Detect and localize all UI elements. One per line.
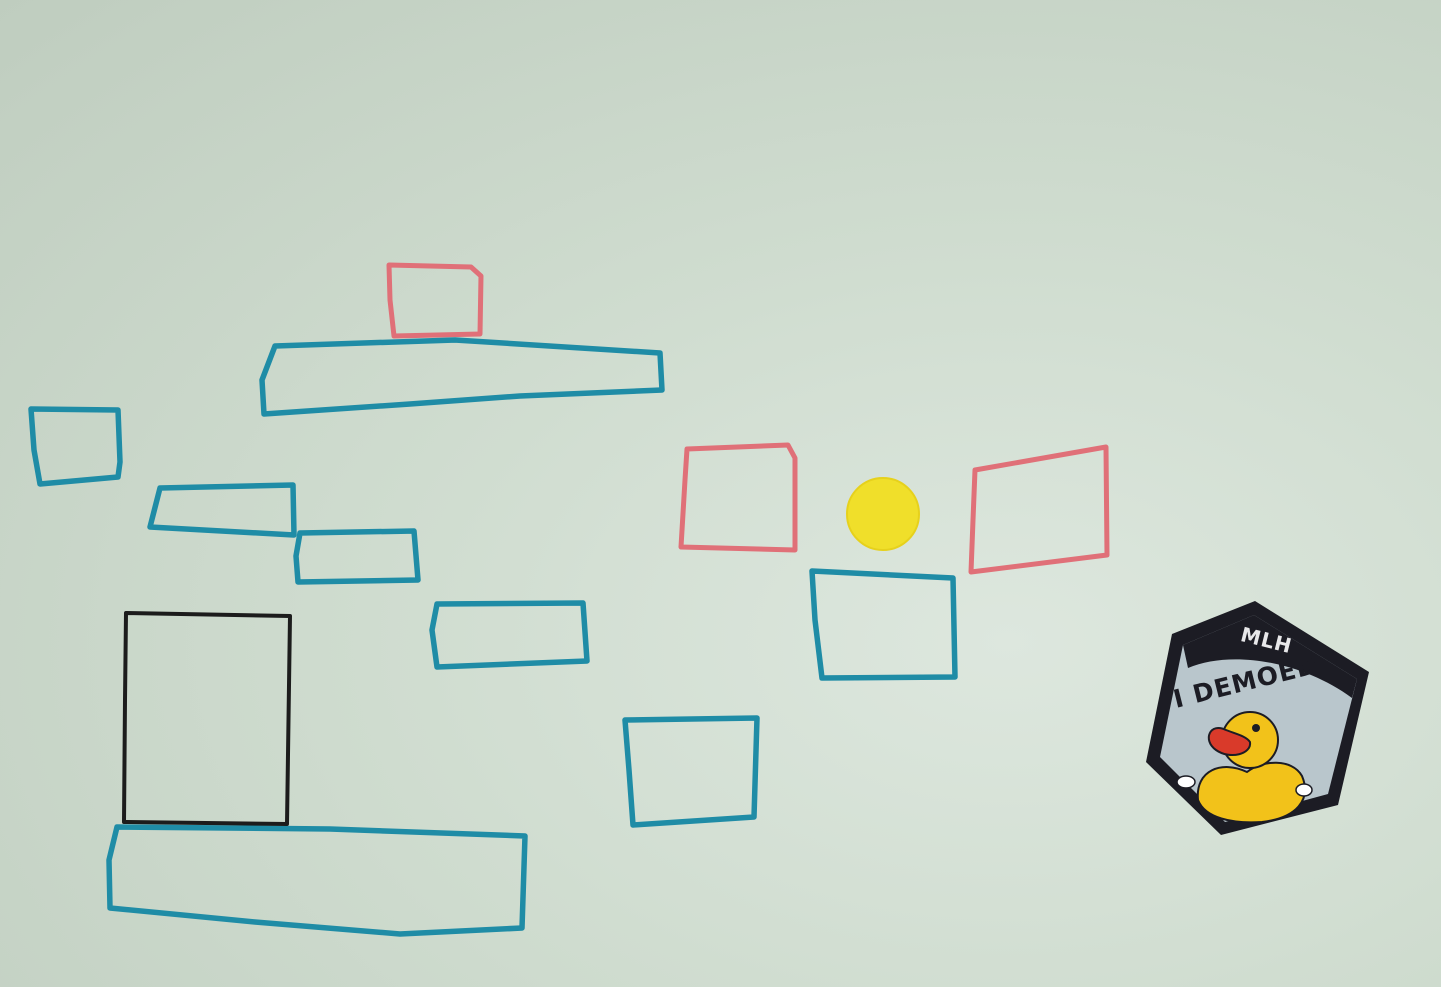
sticker-top-band bbox=[1183, 615, 1357, 698]
platform-step-1 bbox=[147, 482, 297, 538]
platform-under-coin bbox=[809, 568, 958, 681]
platform-step-3 bbox=[429, 600, 590, 670]
enemy-block-top bbox=[386, 262, 484, 339]
enemy-block-middle bbox=[678, 442, 798, 553]
platform-lower-middle bbox=[622, 715, 760, 828]
enemy-block-right bbox=[968, 444, 1110, 575]
rubber-duck-icon bbox=[1176, 711, 1313, 824]
coin bbox=[846, 477, 920, 551]
mlh-demo-sticker: MLH I DEMOED bbox=[1146, 601, 1369, 835]
platform-top-long bbox=[259, 337, 665, 417]
door-block bbox=[122, 611, 292, 826]
platform-ground-long bbox=[106, 824, 528, 937]
platform-step-2 bbox=[293, 528, 421, 585]
platform-left-small bbox=[28, 406, 123, 487]
